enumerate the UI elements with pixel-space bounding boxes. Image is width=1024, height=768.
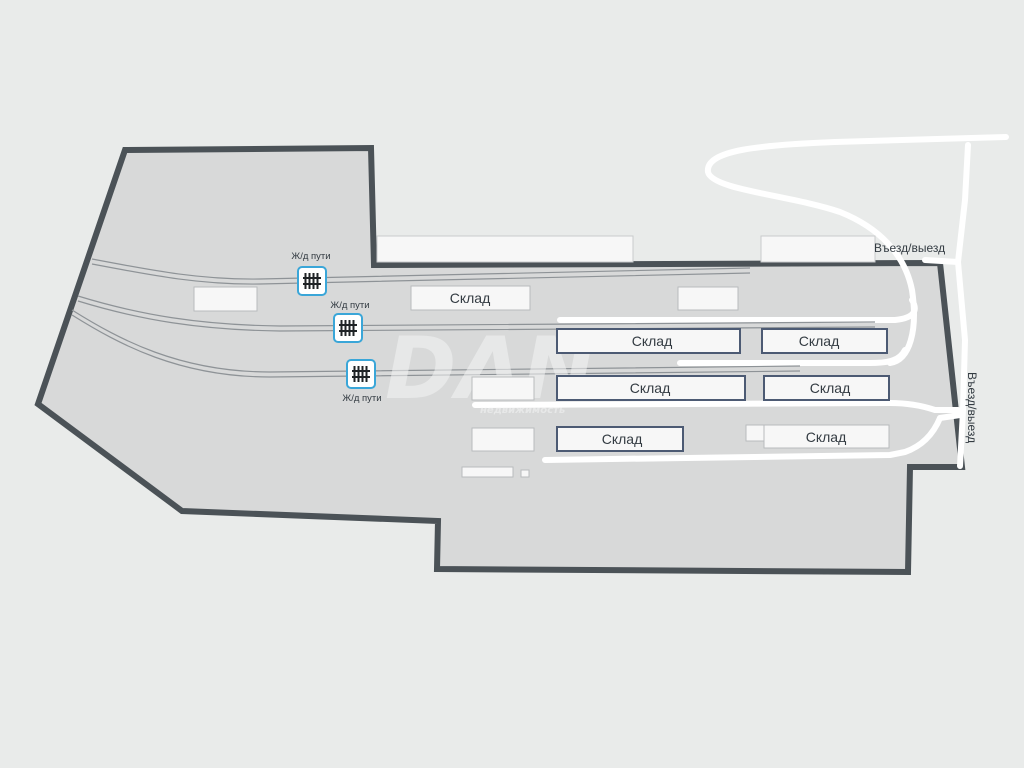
rail-tracks-label: Ж/д пути xyxy=(342,393,381,404)
entry-exit-label-top: Въезд/выезд xyxy=(874,241,945,255)
rail-marker-1: Ж/д пути xyxy=(291,251,331,296)
warehouse-label: Склад xyxy=(450,290,491,306)
warehouse-1: Склад xyxy=(410,285,531,311)
railway-track-icon xyxy=(346,359,376,389)
rail-tracks-label: Ж/д пути xyxy=(291,251,330,262)
road-row-3 xyxy=(472,400,961,413)
railway-tracks xyxy=(71,258,876,378)
rail-tracks-label: Ж/д пути xyxy=(330,300,369,311)
road-east-branch xyxy=(922,257,961,265)
building-north-long xyxy=(376,235,634,263)
warehouse-label: Склад xyxy=(810,380,851,396)
outer-buildings xyxy=(376,235,876,263)
site-boundary xyxy=(34,144,966,576)
rail-marker-3: Ж/д пути xyxy=(342,359,382,404)
warehouse-3: Склад xyxy=(761,328,888,354)
warehouse-label: Склад xyxy=(799,333,840,349)
building-north-east xyxy=(760,235,876,263)
building-mid-2 xyxy=(471,427,535,452)
inner-buildings xyxy=(193,286,765,478)
road-east-link xyxy=(937,412,963,421)
warehouse-label: Склад xyxy=(632,333,673,349)
warehouse-5: Склад xyxy=(763,375,890,401)
warehouse-label: Склад xyxy=(806,429,847,445)
warehouse-7: Склад xyxy=(763,424,890,449)
warehouse-label: Склад xyxy=(630,380,671,396)
watermark-tagline: недвижимость xyxy=(480,405,565,416)
building-mid-1 xyxy=(471,376,535,401)
external-roads xyxy=(472,134,1009,469)
road-row-2 xyxy=(677,347,908,366)
road-loop-lower xyxy=(557,297,918,323)
rail-track-1-b xyxy=(91,263,751,285)
building-low-long xyxy=(461,466,514,478)
warehouse-label: Склад xyxy=(602,431,643,447)
railway-track-icon xyxy=(297,266,327,296)
building-west xyxy=(193,286,258,312)
building-low-tiny xyxy=(520,469,530,478)
rail-track-2-a xyxy=(77,295,876,327)
rail-track-3-b xyxy=(71,314,801,378)
building-east-small xyxy=(677,286,739,311)
entry-exit-label-right: Въезд/выезд xyxy=(965,372,979,443)
building-annex xyxy=(745,424,765,442)
rail-track-2-b xyxy=(77,300,876,332)
rail-marker-2: Ж/д пути xyxy=(330,300,370,343)
warehouse-4: Склад xyxy=(556,375,746,401)
rail-track-1-a xyxy=(91,258,751,280)
warehouse-2: Склад xyxy=(556,328,741,354)
warehouse-6: Склад xyxy=(556,426,684,452)
rail-track-3-a xyxy=(71,309,801,373)
road-east-vertical xyxy=(955,142,971,469)
road-row-4 xyxy=(542,415,943,463)
railway-track-icon xyxy=(333,313,363,343)
